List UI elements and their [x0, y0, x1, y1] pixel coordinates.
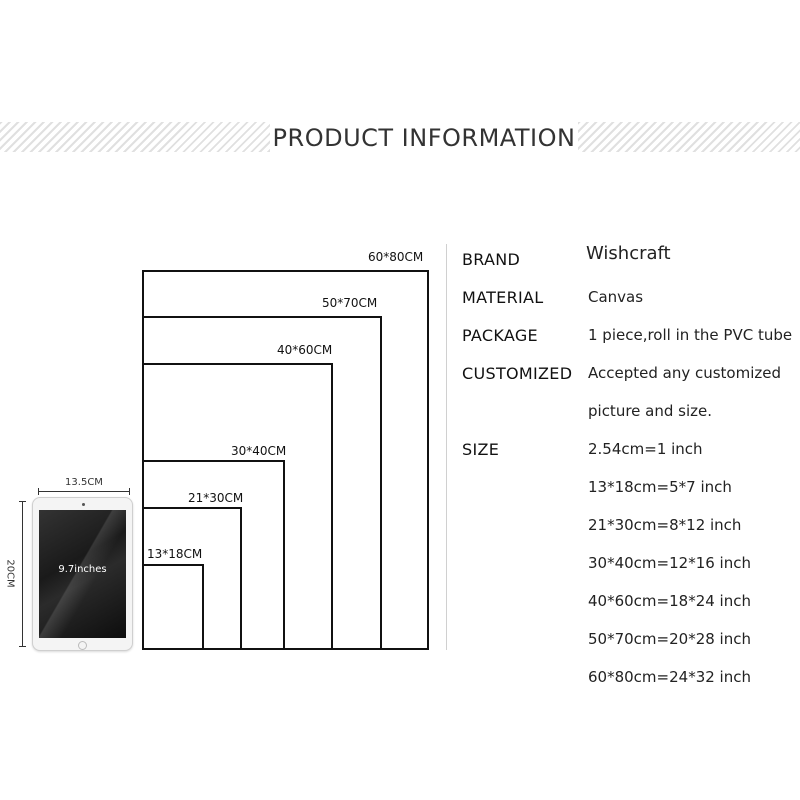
- size-label-21x30: 21*30CM: [188, 491, 244, 505]
- tablet-home-button: [78, 641, 87, 650]
- tablet-width-label: 13.5CM: [65, 477, 103, 488]
- size-box-13x18: [142, 564, 204, 650]
- size-label-40x60: 40*60CM: [277, 343, 333, 357]
- customized-value-line2: picture and size.: [588, 402, 712, 420]
- brand-label: BRAND: [462, 250, 521, 269]
- size-label-30x40: 30*40CM: [231, 444, 287, 458]
- column-divider: [446, 244, 447, 650]
- header-hatch-left: [0, 122, 270, 152]
- size-value-40x60: 40*60cm=18*24 inch: [588, 592, 751, 610]
- size-label-13x18: 13*18CM: [147, 547, 203, 561]
- tablet-height-dimension-line: [19, 501, 26, 647]
- header-hatch-right: [578, 122, 800, 152]
- customized-value-line1: Accepted any customized: [588, 364, 782, 382]
- size-label-60x80: 60*80CM: [368, 250, 424, 264]
- diagram-baseline: [142, 648, 429, 650]
- customized-label: CUSTOMIZED: [462, 364, 573, 383]
- size-value-60x80: 60*80cm=24*32 inch: [588, 668, 751, 686]
- tablet-image: 9.7inches: [32, 497, 133, 651]
- size-label-50x70: 50*70CM: [322, 296, 378, 310]
- brand-value: Wishcraft: [586, 243, 671, 264]
- tablet-width-dimension-line: [38, 488, 130, 495]
- size-value-conversion: 2.54cm=1 inch: [588, 440, 703, 458]
- size-value-50x70: 50*70cm=20*28 inch: [588, 630, 751, 648]
- package-label: PACKAGE: [462, 326, 538, 345]
- tablet-height-label: 20CM: [4, 559, 16, 588]
- material-label: MATERIAL: [462, 288, 544, 307]
- size-value-21x30: 21*30cm=8*12 inch: [588, 516, 742, 534]
- size-value-13x18: 13*18cm=5*7 inch: [588, 478, 732, 496]
- material-value: Canvas: [588, 288, 644, 306]
- package-value: 1 piece,roll in the PVC tube: [588, 326, 793, 344]
- size-value-30x40: 30*40cm=12*16 inch: [588, 554, 751, 572]
- tablet-screen-size-label: 9.7inches: [58, 564, 107, 575]
- tablet-screen: 9.7inches: [39, 510, 126, 638]
- tablet-camera: [82, 503, 85, 506]
- page-title: PRODUCT INFORMATION: [272, 124, 576, 152]
- size-label: SIZE: [462, 440, 500, 459]
